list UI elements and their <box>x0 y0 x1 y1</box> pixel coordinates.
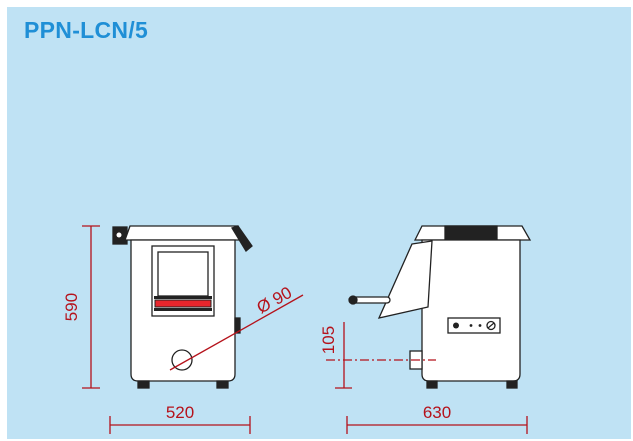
knob-indicator <box>487 322 495 329</box>
foot-right <box>216 380 229 389</box>
front-lid <box>124 225 245 241</box>
indicator-strip <box>154 299 212 308</box>
side-body <box>421 239 521 382</box>
side-foot-left <box>426 380 438 389</box>
display-window <box>157 251 209 297</box>
dimensions <box>82 225 528 434</box>
drain-outlet <box>171 349 193 371</box>
side-knob <box>234 317 241 334</box>
control-dot-1 <box>469 324 473 327</box>
diameter-label: Ø 90 <box>254 283 295 317</box>
bracket-hole <box>116 232 122 238</box>
drawing-panel <box>7 7 631 439</box>
diameter-leader <box>169 294 304 371</box>
front-view <box>112 225 253 389</box>
width-label: 520 <box>166 403 194 422</box>
panel-rail-top <box>154 296 212 299</box>
open-flap <box>377 240 433 319</box>
height-label: 590 <box>62 293 81 321</box>
drain-height-label: 105 <box>319 326 338 354</box>
control-light <box>453 322 459 329</box>
lid-handle <box>231 225 253 252</box>
handle-end <box>348 295 358 305</box>
side-foot-right <box>506 380 518 389</box>
side-view <box>348 225 532 389</box>
foot-left <box>137 380 150 389</box>
product-title: PPN-LCN/5 <box>24 17 149 43</box>
control-dot-2 <box>478 324 482 327</box>
depth-label: 630 <box>423 403 451 422</box>
panel-rail-bottom <box>154 308 212 311</box>
control-box <box>447 317 501 334</box>
